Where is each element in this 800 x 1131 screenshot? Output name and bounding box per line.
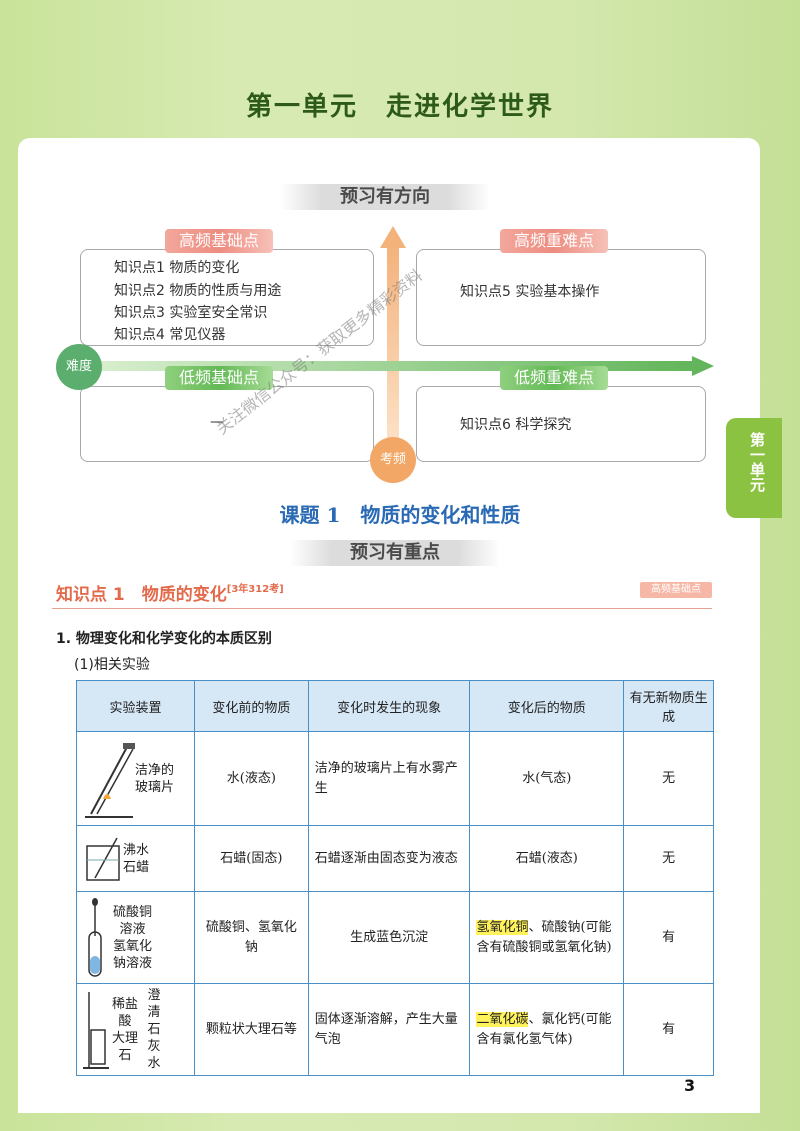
apparatus-label: 大理石 xyxy=(111,1030,138,1063)
side-tab-label: 第一单元 xyxy=(748,432,766,492)
experiment-table: 实验装置 变化前的物质 变化时发生的现象 变化后的物质 有无新物质生成 xyxy=(76,680,714,1076)
quadrant-low-basic xyxy=(80,386,374,462)
table-row: 稀盐酸 大理石 澄清石灰水 颗粒状大理石等 固体逐渐溶解，产生大量气泡 二氧化碳… xyxy=(76,983,714,1076)
apparatus-label: 玻璃片 xyxy=(135,779,175,795)
apparatus-label: 钠溶液 xyxy=(113,955,153,971)
apparatus-label: 稀盐酸 xyxy=(111,996,138,1029)
after-cell: 石蜡(液态) xyxy=(469,825,625,892)
table-row: 沸水 石蜡 石蜡(固态) 石蜡逐渐由固态变为液态 石蜡(液态) 无 xyxy=(76,825,714,892)
section-banner-focus: 预习有重点 xyxy=(290,540,500,566)
section-banner-direction: 预习有方向 xyxy=(280,184,490,210)
unit-label: 第一单元 xyxy=(245,92,358,122)
section-heading: 1. 物理变化和化学变化的本质区别 xyxy=(56,631,272,647)
gas-apparatus-icon xyxy=(83,991,109,1069)
apparatus-cell: 稀盐酸 大理石 澄清石灰水 xyxy=(76,983,195,1076)
kp-item-2: 知识点2 物质的性质与用途 xyxy=(114,283,282,299)
header-after: 变化后的物质 xyxy=(469,680,625,732)
quadrant-high-hard xyxy=(416,249,706,346)
page-title: 第一单元走进化学世界 xyxy=(0,86,800,123)
kp-item-3: 知识点3 实验室安全常识 xyxy=(114,305,268,321)
before-cell: 石蜡(固态) xyxy=(193,825,309,892)
kp-heading-text: 知识点 1 物质的变化 xyxy=(56,585,227,605)
test-tube-heating-icon xyxy=(85,742,135,818)
header-apparatus: 实验装置 xyxy=(76,680,195,732)
phenomenon-cell: 石蜡逐渐由固态变为液态 xyxy=(307,825,471,892)
kp-frequency-tag: 高频基础点 xyxy=(640,582,712,598)
new-substance-cell: 有 xyxy=(623,891,714,984)
apparatus-label: 洁净的 xyxy=(135,762,175,778)
new-substance-cell: 无 xyxy=(623,731,714,826)
apparatus-copper-sulfate: 硫酸铜 溶液 氢氧化 钠溶液 xyxy=(83,896,188,980)
apparatus-wax: 沸水 石蜡 xyxy=(83,836,188,882)
after-cell: 氢氧化铜、硫酸钠(可能含有硫酸铜或氢氧化钠) xyxy=(469,891,625,984)
difficulty-axis-label: 难度 xyxy=(56,344,102,390)
apparatus-label: 氢氧化 xyxy=(113,938,153,954)
kp-exam-count: [3年312考] xyxy=(226,584,284,595)
new-substance-cell: 有 xyxy=(623,983,714,1076)
apparatus-cell: 沸水 石蜡 xyxy=(76,825,195,892)
beaker-icon xyxy=(86,837,120,881)
vertical-arrowhead xyxy=(380,226,406,248)
kp-item-4: 知识点4 常见仪器 xyxy=(114,327,226,343)
section-subheading: (1)相关实验 xyxy=(74,657,150,673)
label-high-hard: 高频重难点 xyxy=(500,229,609,253)
phenomenon-cell: 固体逐渐溶解，产生大量气泡 xyxy=(307,983,471,1076)
apparatus-heating-water: 洁净的 玻璃片 xyxy=(83,739,188,819)
highlighted-product: 二氧化碳 xyxy=(476,1011,529,1027)
apparatus-marble: 稀盐酸 大理石 澄清石灰水 xyxy=(83,987,188,1072)
before-cell: 硫酸铜、氢氧化钠 xyxy=(193,891,309,984)
new-substance-cell: 无 xyxy=(623,825,714,892)
kp-item-1: 知识点1 物质的变化 xyxy=(114,260,240,276)
kp-item-5: 知识点5 实验基本操作 xyxy=(460,284,600,300)
after-cell: 水(气态) xyxy=(469,731,625,826)
phenomenon-cell: 生成蓝色沉淀 xyxy=(307,891,471,984)
kp-heading: 知识点 1 物质的变化[3年312考] xyxy=(56,580,284,605)
before-cell: 水(液态) xyxy=(193,731,309,826)
after-text: 、氯化钙(可能含有氯化氢气体) xyxy=(476,1011,612,1047)
apparatus-cell: 硫酸铜 溶液 氢氧化 钠溶液 xyxy=(76,891,195,984)
side-tab[interactable]: 第一单元 xyxy=(726,418,782,518)
kp-item-6: 知识点6 科学探究 xyxy=(460,417,572,433)
table-row: 硫酸铜 溶液 氢氧化 钠溶液 硫酸铜、氢氧化钠 生成蓝色沉淀 氢氧化铜、硫酸钠(… xyxy=(76,891,714,984)
apparatus-label: 沸水 xyxy=(123,842,150,858)
after-cell: 二氧化碳、氯化钙(可能含有氯化氢气体) xyxy=(469,983,625,1076)
quadrant-high-basic xyxy=(80,249,374,346)
apparatus-label: 硫酸铜 xyxy=(113,904,153,920)
quadrant-low-hard xyxy=(416,386,706,462)
knowledge-point-header: 知识点 1 物质的变化[3年312考] 高频基础点 xyxy=(52,580,712,609)
label-low-hard: 低频重难点 xyxy=(500,366,609,390)
label-high-basic: 高频基础点 xyxy=(165,229,274,253)
header-phenomenon: 变化时发生的现象 xyxy=(307,680,471,732)
lesson-title: 课题 1 物质的变化和性质 xyxy=(279,503,521,527)
table-header-row: 实验装置 变化前的物质 变化时发生的现象 变化后的物质 有无新物质生成 xyxy=(76,680,714,732)
kp-item-none: — xyxy=(210,414,224,430)
highlighted-product: 氢氧化铜 xyxy=(476,919,529,935)
header-new-substance: 有无新物质生成 xyxy=(623,680,714,732)
label-low-basic: 低频基础点 xyxy=(165,366,274,390)
horizontal-axis xyxy=(90,361,694,371)
apparatus-label: 溶液 xyxy=(119,921,146,937)
frequency-axis-label: 考频 xyxy=(370,437,416,483)
before-cell: 颗粒状大理石等 xyxy=(193,983,309,1076)
quadrant-axes xyxy=(90,226,714,450)
horizontal-arrowhead xyxy=(692,356,714,376)
table-row: 洁净的 玻璃片 水(液态) 洁净的玻璃片上有水雾产生 水(气态) 无 xyxy=(76,731,714,826)
apparatus-cell: 洁净的 玻璃片 xyxy=(76,731,195,826)
vertical-axis xyxy=(387,245,399,450)
dropper-tube-icon xyxy=(88,897,102,977)
header-before: 变化前的物质 xyxy=(193,680,309,732)
page-number: 3 xyxy=(684,1076,696,1095)
phenomenon-cell: 洁净的玻璃片上有水雾产生 xyxy=(307,731,471,826)
apparatus-label: 澄清石灰水 xyxy=(147,988,161,1071)
unit-title: 走进化学世界 xyxy=(386,92,555,122)
after-text: 、硫酸钠(可能含有硫酸铜或氢氧化钠) xyxy=(476,919,612,955)
apparatus-label: 石蜡 xyxy=(123,859,150,875)
